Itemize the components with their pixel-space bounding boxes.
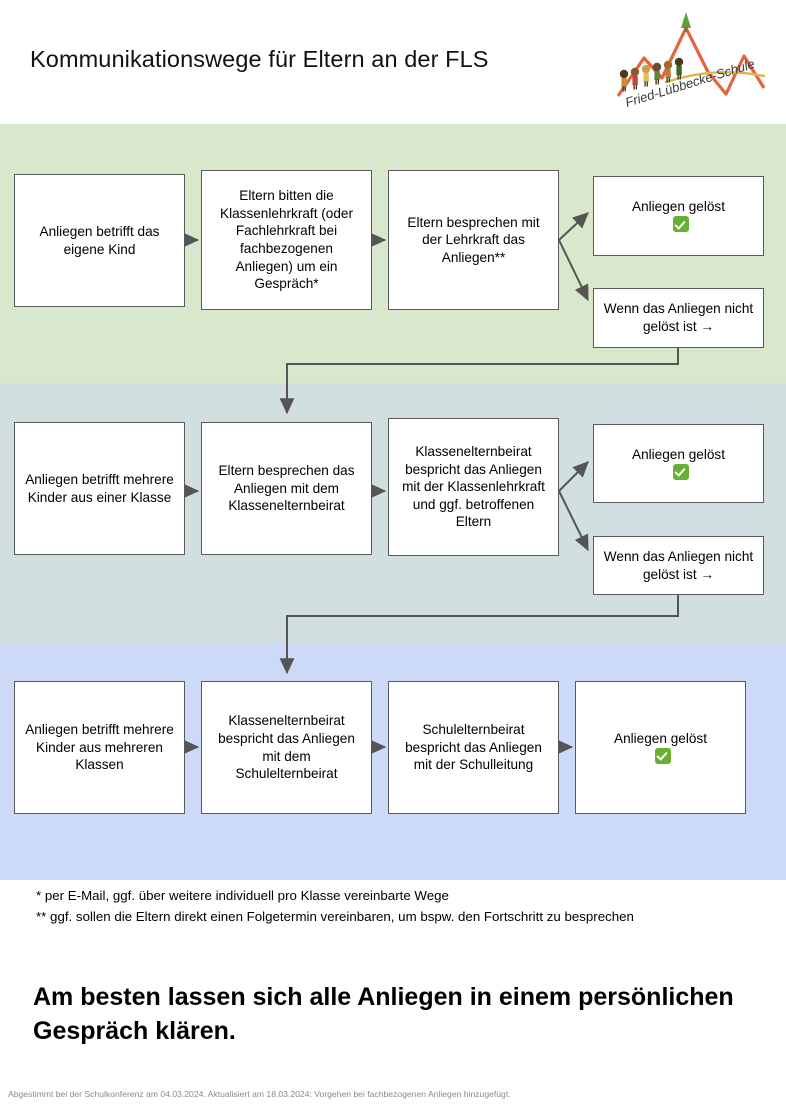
box-row1-trigger-label: Anliegen betrifft das eigene Kind: [39, 223, 160, 257]
box-row2-unsolved-label: Wenn das Anliegen nicht gelöst ist →: [603, 548, 754, 582]
box-row1-trigger[interactable]: Anliegen betrifft das eigene Kind: [14, 174, 185, 307]
box-row2-trigger[interactable]: Anliegen betrifft mehrere Kinder aus ein…: [14, 422, 185, 555]
logo-school-name: Fried-Lübbecke-Schule: [623, 56, 756, 110]
box-row1-step2-label: Eltern besprechen mit der Lehrkraft das …: [407, 214, 540, 265]
footnote-1: * per E-Mail, ggf. über weitere individu…: [36, 888, 449, 903]
box-row3-solved[interactable]: Anliegen gelöst: [575, 681, 746, 814]
footer-note: Abgestimmt bei der Schulkonferenz am 04.…: [8, 1089, 511, 1099]
box-row1-step1-label: Eltern bitten die Klassenlehrkraft (oder…: [220, 188, 353, 292]
page-title: Kommunikationswege für Eltern an der FLS: [30, 46, 489, 72]
box-row3-trigger[interactable]: Anliegen betrifft mehrere Kinder aus meh…: [14, 681, 185, 814]
header: Kommunikationswege für Eltern an der FLS: [0, 0, 786, 124]
box-row3-solved-label: Anliegen gelöst: [584, 730, 737, 765]
check-icon: [654, 747, 671, 764]
box-row1-solved-label: Anliegen gelöst: [602, 198, 755, 233]
box-row2-step2-label: Klassenelternbeirat bespricht das Anlieg…: [402, 444, 545, 530]
box-row2-step2[interactable]: Klassenelternbeirat bespricht das Anlieg…: [388, 418, 559, 556]
closing-statement: Am besten lassen sich alle Anliegen in e…: [33, 983, 734, 1045]
box-row3-step1-label: Klassenelternbeirat bespricht das Anlieg…: [218, 713, 355, 782]
box-row3-step1[interactable]: Klassenelternbeirat bespricht das Anlieg…: [201, 681, 372, 814]
box-row1-unsolved-label: Wenn das Anliegen nicht gelöst ist →: [603, 301, 754, 334]
fried-luebbecke-schule-logo: Fried-Lübbecke-Schule: [604, 6, 776, 116]
box-row1-step2[interactable]: Eltern besprechen mit der Lehrkraft das …: [388, 170, 559, 310]
box-row2-solved-label: Anliegen gelöst: [602, 446, 755, 481]
box-row3-step2[interactable]: Schulelternbeirat bespricht das Anliegen…: [388, 681, 559, 814]
box-row2-trigger-label: Anliegen betrifft mehrere Kinder aus ein…: [25, 471, 174, 505]
footnote-2: ** ggf. sollen die Eltern direkt einen F…: [36, 908, 634, 924]
footnotes: * per E-Mail, ggf. über weitere individu…: [36, 886, 746, 927]
box-row1-solved[interactable]: Anliegen gelöst: [593, 176, 764, 256]
box-row2-solved[interactable]: Anliegen gelöst: [593, 424, 764, 503]
check-icon: [672, 463, 689, 480]
svg-text:Fried-Lübbecke-Schule: Fried-Lübbecke-Schule: [623, 56, 756, 110]
box-row3-trigger-label: Anliegen betrifft mehrere Kinder aus meh…: [25, 722, 174, 773]
box-row2-step1-label: Eltern besprechen das Anliegen mit dem K…: [218, 463, 355, 514]
box-row3-step2-label: Schulelternbeirat bespricht das Anliegen…: [405, 722, 542, 773]
box-row2-unsolved[interactable]: Wenn das Anliegen nicht gelöst ist →: [593, 536, 764, 595]
check-icon: [672, 216, 689, 232]
box-row1-step1[interactable]: Eltern bitten die Klassenlehrkraft (oder…: [201, 170, 372, 310]
box-row1-unsolved[interactable]: Wenn das Anliegen nicht gelöst ist →: [593, 288, 764, 348]
box-row2-step1[interactable]: Eltern besprechen das Anliegen mit dem K…: [201, 422, 372, 555]
